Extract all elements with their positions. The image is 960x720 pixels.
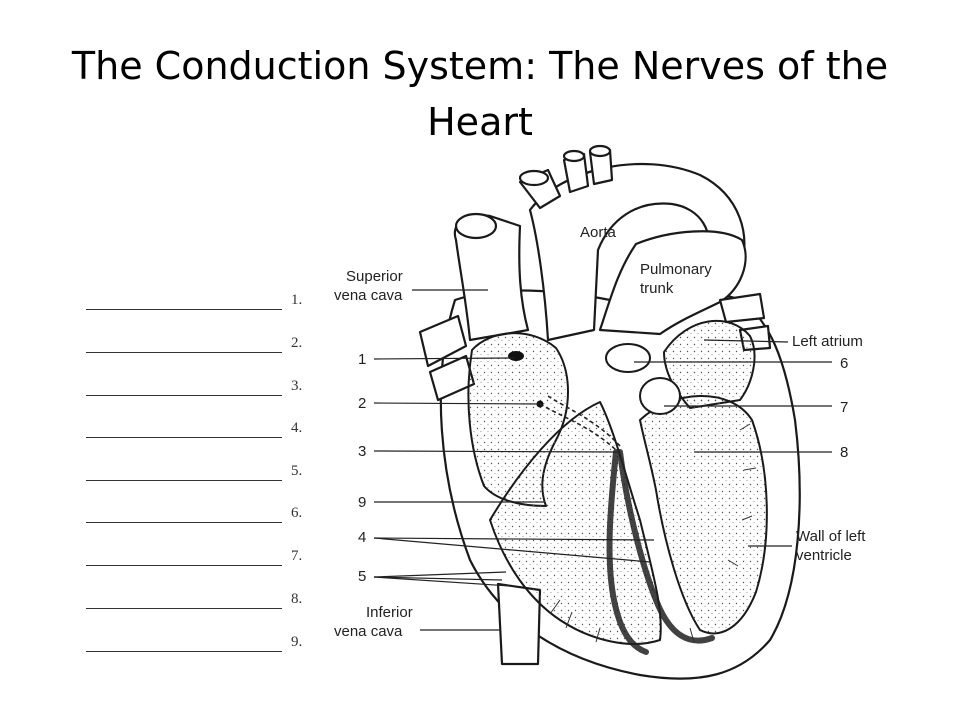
label-superior-vena-cava-line2: vena cava: [334, 287, 403, 304]
answer-line-9[interactable]: [86, 651, 282, 652]
page-title: The Conduction System: The Nerves of the…: [71, 44, 889, 144]
answer-number-8: 8.: [291, 591, 303, 607]
answer-number-1: 1.: [291, 292, 303, 308]
callout-9: 9: [358, 494, 366, 511]
label-left-atrium: Left atrium: [792, 333, 863, 350]
answer-line-6[interactable]: [86, 522, 282, 523]
answer-number-9: 9.: [291, 634, 303, 650]
callout-1: 1: [358, 351, 366, 368]
answer-number-7: 7.: [291, 548, 303, 564]
answer-number-5: 5.: [291, 463, 303, 479]
label-aorta: Aorta: [580, 224, 617, 241]
callout-7: 7: [840, 399, 848, 416]
answer-number-4: 4.: [291, 420, 303, 436]
internodal-pathway: [539, 403, 617, 451]
answer-number-3: 3.: [291, 378, 303, 394]
answer-number-6: 6.: [291, 505, 303, 521]
bundle-branch-left: [617, 449, 715, 644]
callout-6: 6: [840, 355, 848, 372]
answer-line-1[interactable]: [86, 309, 282, 310]
callout-2: 2: [358, 395, 366, 412]
label-superior-vena-cava-line1: Superior: [346, 268, 403, 285]
label-wall-left-ventricle-line1: Wall of left: [796, 528, 866, 545]
callout-3: 3: [358, 443, 366, 460]
callout-5: 5: [358, 568, 366, 585]
left-ventricle: [639, 395, 768, 635]
answer-line-4[interactable]: [86, 437, 282, 438]
label-wall-left-ventricle-line2: ventricle: [796, 547, 852, 564]
answer-number-2: 2.: [291, 335, 303, 351]
bundle-branch-right: [606, 449, 649, 655]
label-inferior-vena-cava-line2: vena cava: [334, 623, 403, 640]
callout-8: 8: [840, 444, 848, 461]
pulmonary-trunk: [598, 230, 747, 336]
answer-line-7[interactable]: [86, 565, 282, 566]
label-inferior-vena-cava-line1: Inferior: [366, 604, 413, 621]
label-pulmonary-trunk-line1: Pulmonary: [640, 261, 712, 278]
sa-node: [508, 351, 524, 361]
answer-line-5[interactable]: [86, 480, 282, 481]
label-pulmonary-trunk-line2: trunk: [640, 280, 674, 297]
answer-line-2[interactable]: [86, 352, 282, 353]
callout-4: 4: [358, 529, 366, 546]
answer-line-8[interactable]: [86, 608, 282, 609]
answer-line-3[interactable]: [86, 395, 282, 396]
